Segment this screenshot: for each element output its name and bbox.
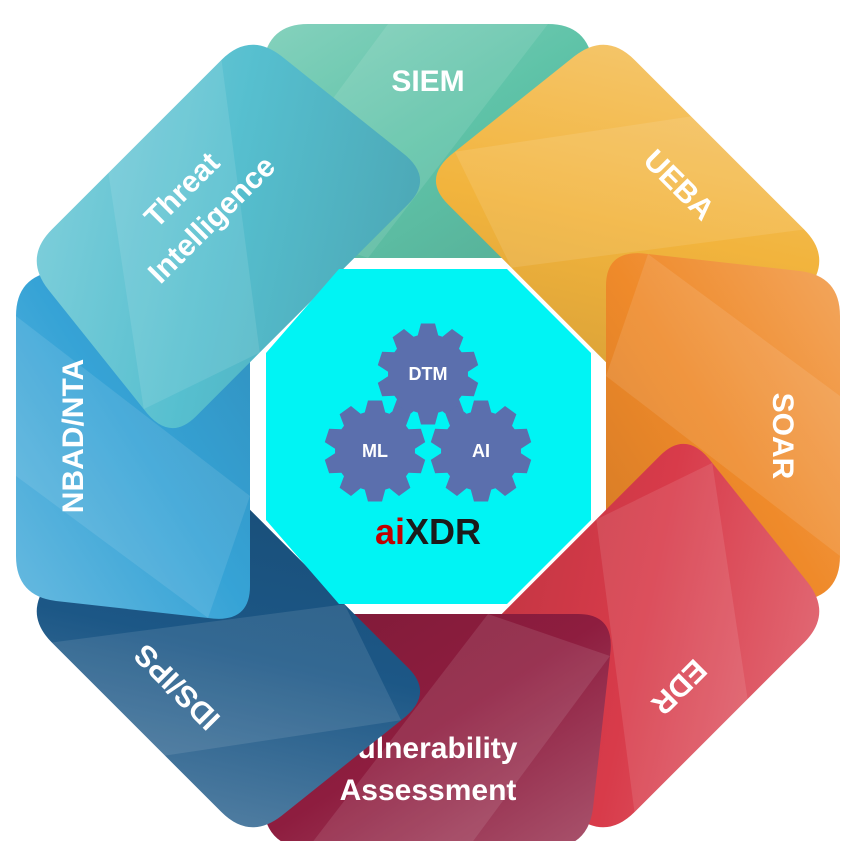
segment-facet bbox=[606, 254, 840, 556]
segment-threat-intelligence: ThreatIntelligence bbox=[36, 44, 421, 429]
gear-dtm: DTM bbox=[377, 323, 479, 425]
gear-icon bbox=[430, 400, 532, 502]
segment-facet bbox=[596, 462, 748, 813]
gear-ai: AI bbox=[430, 400, 532, 502]
segment-shape bbox=[36, 44, 421, 429]
segment-facet bbox=[108, 59, 260, 410]
gear-label-ai: AI bbox=[472, 441, 490, 461]
segment-facet bbox=[454, 116, 805, 268]
segment-facet bbox=[16, 316, 250, 618]
center-title: aiXDR bbox=[375, 511, 481, 552]
segment-label-nbad-nta: NBAD/NTA bbox=[57, 359, 90, 513]
center-title-suffix: XDR bbox=[405, 511, 481, 552]
segment-label-siem: SIEM bbox=[391, 65, 464, 98]
segment-facet bbox=[51, 604, 402, 756]
center-octagon bbox=[266, 269, 591, 604]
gear-label-dtm: DTM bbox=[409, 364, 448, 384]
center-octagon-group: DTM ML AI aiXDR bbox=[266, 269, 591, 604]
gear-icon bbox=[377, 323, 479, 425]
segment-facet bbox=[309, 614, 610, 846]
center-title-prefix: ai bbox=[375, 511, 405, 552]
gear-icon bbox=[324, 400, 426, 502]
gear-label-ml: ML bbox=[362, 441, 388, 461]
segment-label-soar: SOAR bbox=[766, 393, 799, 480]
gear-ml: ML bbox=[324, 400, 426, 502]
